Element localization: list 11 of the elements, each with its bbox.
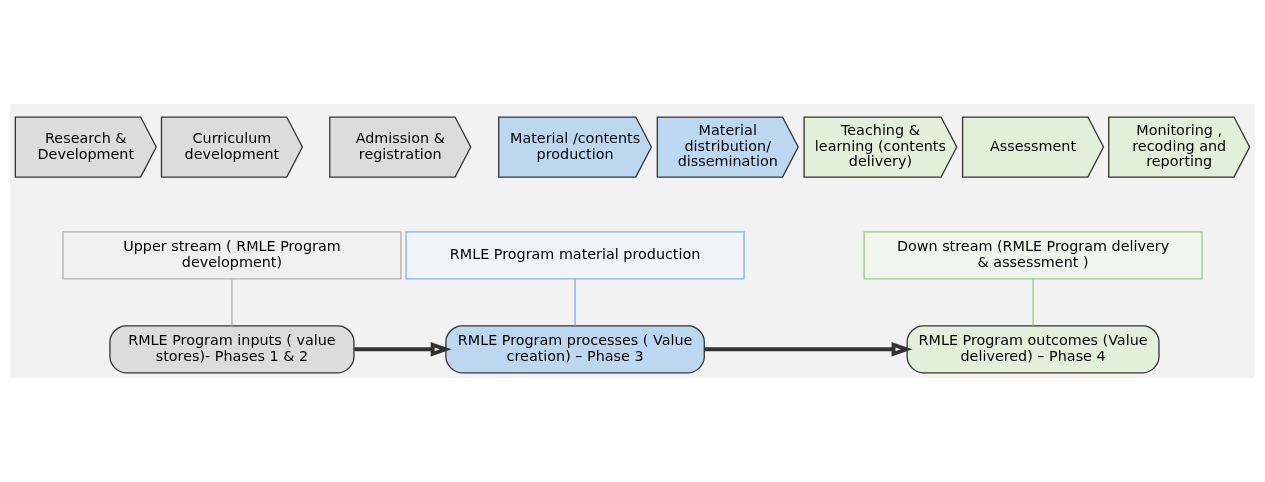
arrow <box>354 341 452 357</box>
node-box: RMLE Program material production <box>405 231 745 280</box>
arrow <box>704 341 913 357</box>
node-box: RMLE Program outcomes (Value delivered) – Phase 4 <box>906 325 1160 374</box>
node-box: RMLE Program inputs ( value stores)- Phases 1 & 2 <box>109 325 355 374</box>
connector <box>231 278 233 327</box>
node-box: Down stream (RMLE Program delivery & assessment ) <box>863 231 1203 280</box>
connector <box>574 278 576 327</box>
connector <box>1032 278 1034 327</box>
node-box: Upper stream ( RMLE Program development) <box>62 231 402 280</box>
node-box: RMLE Program processes ( Value creation) – Phase 3 <box>445 325 705 374</box>
